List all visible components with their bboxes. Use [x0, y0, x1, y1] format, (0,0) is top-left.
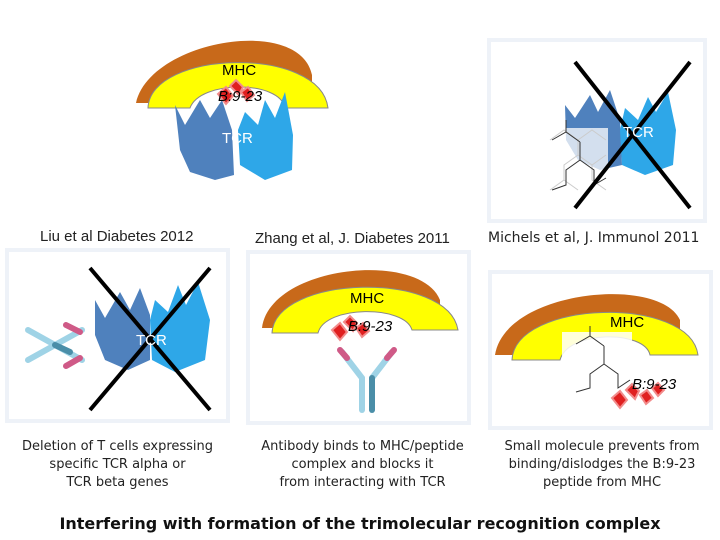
peptide-label: B:9-23	[632, 376, 677, 393]
caption-top-middle: Zhang et al, J. Diabetes 2011	[255, 230, 450, 247]
caption-bottom-middle: Antibody binds to MHC/peptide complex an…	[250, 438, 475, 492]
caption-line: complex and blocks it	[291, 457, 434, 472]
mhc-label: MHC	[610, 314, 645, 331]
mhc-label: MHC	[350, 290, 385, 307]
tcr-beta-chain	[238, 92, 293, 180]
tcr-label: TCR	[222, 130, 253, 147]
caption-line: Antibody binds to MHC/peptide	[261, 439, 464, 454]
footer-title: Interfering with formation of the trimol…	[59, 514, 661, 533]
cross-line-2	[573, 60, 692, 210]
molecule-background	[538, 128, 608, 198]
caption-line: Small molecule prevents from	[504, 439, 700, 454]
molecule-bonds	[551, 120, 607, 191]
tcr-beta-chain	[620, 92, 676, 175]
tcr-beta-chain	[150, 282, 210, 372]
caption-top-right: Michels et al, J. Immunol 2011	[488, 230, 700, 246]
mhc-outer-band	[262, 270, 440, 328]
peptide-shapes	[330, 314, 371, 342]
peptide-shapes	[610, 381, 666, 410]
mhc-outer-band	[136, 40, 312, 103]
mhc-label: MHC	[222, 62, 257, 79]
cross-line-2	[88, 266, 212, 412]
tcr-alpha-chain	[95, 288, 150, 370]
caption-line: specific TCR alpha or	[49, 457, 186, 472]
antibody-shape	[337, 347, 397, 413]
mhc-arc	[271, 286, 459, 334]
tcr-label: TCR	[136, 332, 167, 349]
caption-bottom-right: Small molecule prevents from binding/dis…	[492, 438, 712, 492]
caption-bottom-left: Deletion of T cells expressing specific …	[10, 438, 225, 492]
peptide-shapes	[216, 78, 256, 106]
molecule-bonds	[575, 326, 631, 393]
peptide-label: B:9-23	[218, 88, 263, 105]
caption-line: TCR beta genes	[66, 475, 169, 490]
caption-line: from interacting with TCR	[279, 475, 446, 490]
caption-top-left: Liu et al Diabetes 2012	[40, 228, 194, 245]
caption-line: binding/dislodges the B:9-23	[508, 457, 696, 472]
caption-line: Deletion of T cells expressing	[21, 439, 214, 454]
mhc-outer-band	[495, 294, 680, 355]
tcr-alpha-chain	[175, 100, 234, 180]
peptide-label: B:9-23	[348, 318, 393, 335]
caption-line: peptide from MHC	[542, 475, 662, 490]
tcr-label: TCR	[623, 124, 654, 141]
molecule-background	[562, 332, 632, 390]
receptor-shape	[25, 322, 85, 369]
